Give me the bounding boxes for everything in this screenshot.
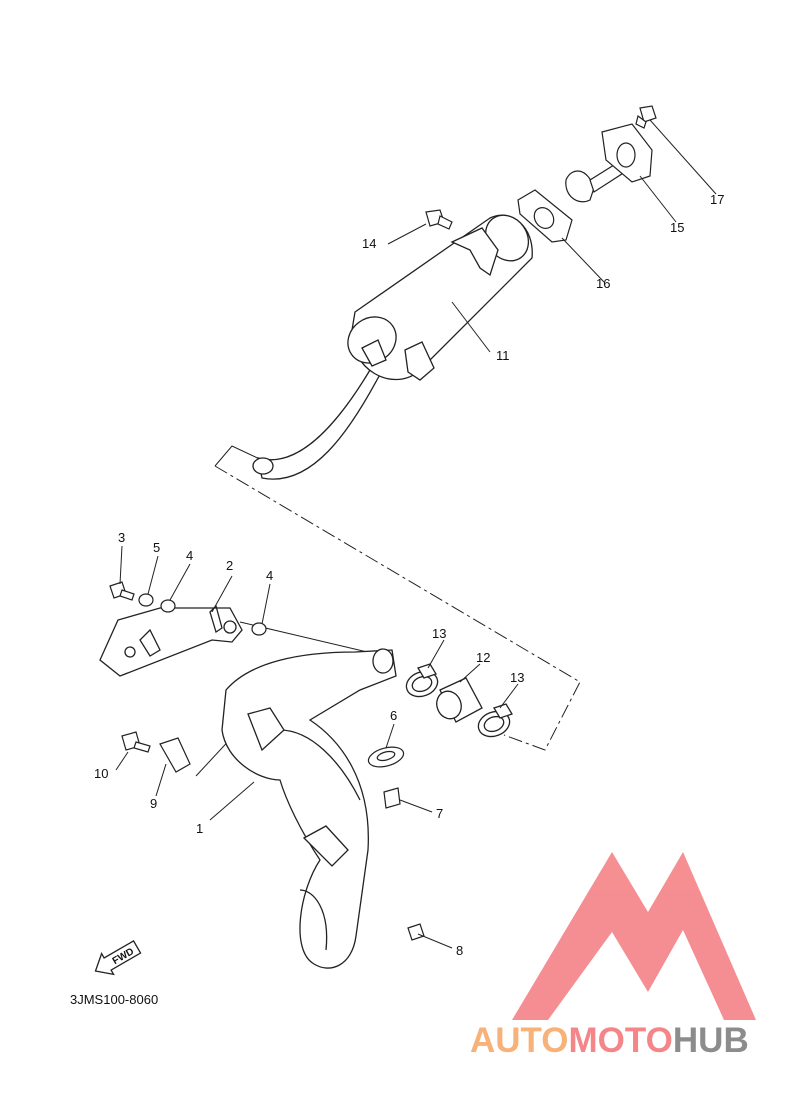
bracket-2 bbox=[99, 604, 243, 677]
arrow-icon bbox=[94, 940, 142, 976]
callout-13b: 13 bbox=[510, 670, 524, 685]
muffler-assembly bbox=[252, 214, 533, 480]
watermark-part2: MOTO bbox=[569, 1021, 673, 1060]
callout-leaders bbox=[115, 119, 717, 949]
callout-1: 1 bbox=[196, 821, 203, 836]
callout-17: 17 bbox=[710, 192, 724, 207]
callout-4a: 4 bbox=[186, 548, 193, 563]
callout-6: 6 bbox=[390, 708, 397, 723]
callout-16: 16 bbox=[596, 276, 610, 291]
callout-11: 11 bbox=[496, 348, 510, 363]
joint-and-clamps bbox=[405, 663, 513, 738]
watermark-part1: AUTO bbox=[470, 1021, 569, 1060]
callout-10: 10 bbox=[94, 766, 108, 781]
bolt-17 bbox=[635, 105, 657, 129]
chamber-fittings bbox=[367, 746, 425, 941]
callout-5: 5 bbox=[153, 540, 160, 555]
callout-9: 9 bbox=[150, 796, 157, 811]
callout-2: 2 bbox=[226, 558, 233, 573]
fwd-label: FWD bbox=[111, 946, 136, 967]
callout-13a: 13 bbox=[432, 626, 446, 641]
callout-14: 14 bbox=[362, 236, 376, 251]
diagram-code: 3JMS100-8060 bbox=[70, 992, 158, 1007]
bolt-14 bbox=[425, 209, 453, 230]
callout-12: 12 bbox=[476, 650, 490, 665]
end-cap-15 bbox=[565, 123, 653, 203]
watermark-part3: HUB bbox=[673, 1021, 749, 1060]
callout-labels: 1 2 3 4 4 5 6 7 8 9 10 11 12 13 13 14 15… bbox=[94, 192, 724, 958]
gasket-16 bbox=[517, 189, 573, 243]
expansion-chamber-1 bbox=[221, 648, 397, 969]
watermark-text: AUTOMOTOHUB bbox=[470, 1021, 749, 1060]
callout-8: 8 bbox=[456, 943, 463, 958]
callout-4b: 4 bbox=[266, 568, 273, 583]
callout-7: 7 bbox=[436, 806, 443, 821]
small-fasteners bbox=[109, 581, 267, 773]
fwd-arrow: FWD bbox=[94, 940, 142, 976]
callout-3: 3 bbox=[118, 530, 125, 545]
callout-15: 15 bbox=[670, 220, 684, 235]
watermark-logo bbox=[512, 852, 756, 1020]
